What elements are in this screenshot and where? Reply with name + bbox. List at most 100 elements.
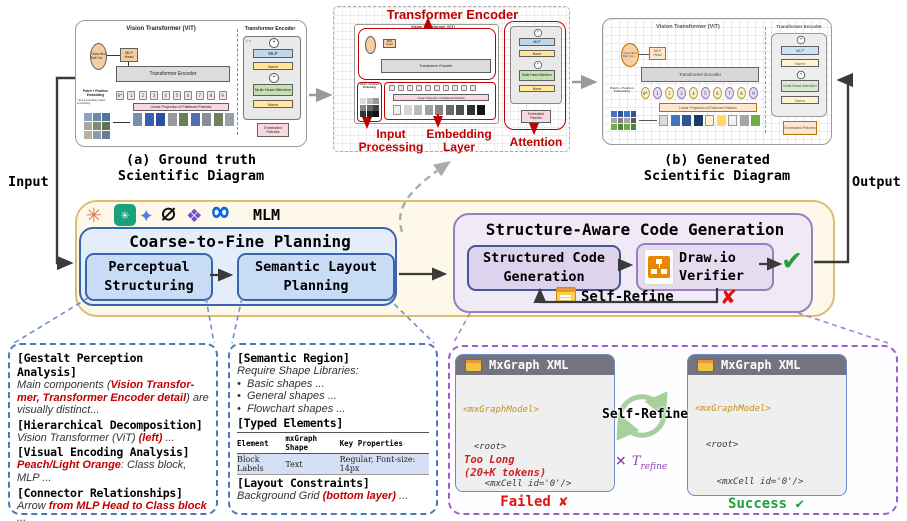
class-oval	[365, 36, 376, 54]
token-row: 0* 1 2 3 4 5 6 7 8 9	[116, 91, 227, 100]
patch-embed-label: Patch + Position Embedding	[360, 83, 379, 89]
refine-icon	[556, 287, 576, 302]
norm-block: Norm	[781, 59, 819, 67]
codegen-title: Structure-Aware Code Generation	[485, 220, 785, 239]
t-refine-annotation: × Trefine	[615, 453, 668, 473]
layout-constraints-paragraph: Background Grid (bottom layer) ...	[237, 490, 409, 503]
class-oval: Class Bird Ball Car ...	[621, 43, 639, 67]
failed-xml-card: MxGraph XML <mxGraphModel> <root> <mxCel…	[455, 354, 615, 492]
plus-icon: +	[796, 35, 806, 45]
input-image-grid	[84, 113, 111, 139]
annotation-input-processing: Input Processing	[358, 127, 424, 154]
xml-code: <mxGraphModel> <root> <mxCell id='0'/> <…	[695, 404, 804, 487]
mha-block: Multi-Head Attention	[519, 70, 555, 81]
grid-row-connector	[113, 122, 130, 123]
mlp-class-connector	[107, 55, 120, 56]
openai-icon: ✳	[114, 204, 136, 226]
semantic-region-box: [Semantic Region] Require Shape Librarie…	[228, 343, 438, 515]
verifier-label: Draw.io Verifier	[679, 250, 745, 284]
plus-icon: +	[269, 73, 279, 83]
embedded-patches-block: Embedded Patches	[257, 123, 289, 137]
class-oval: Class Bird Ball Car ...	[90, 43, 107, 70]
patch-embed-label: Patch + Position Embedding	[83, 89, 108, 97]
gestalt-paragraph: Main components (Vision Transfor-mer, Tr…	[17, 379, 209, 417]
token-row	[389, 85, 476, 91]
mha-block: Multi-Head Attention	[253, 84, 293, 96]
patch-row	[133, 113, 234, 126]
mlp-head-block: MLP Head	[383, 39, 396, 48]
xml-code: <mxGraphModel> <root> <mxCell id='0'/> <…	[463, 404, 572, 490]
patch-embed-label: Patch + Position Embedding	[610, 86, 634, 94]
vit-title: Vision Transformer (ViT)	[411, 25, 455, 29]
norm-block: Norm	[519, 50, 555, 57]
norm-block: Norm	[781, 96, 819, 104]
mlp-head-block: MLP Head	[120, 48, 138, 62]
plus-icon: +	[534, 29, 542, 37]
semantic-heading: [Semantic Region]	[237, 351, 350, 365]
annotated-diagram: Transformer Encoder Vision Transformer (…	[333, 6, 570, 154]
shape-libraries-intro: Require Shape Libraries:	[237, 365, 359, 377]
linear-projection-bar: Linear Projection of Flattened Patches	[393, 94, 489, 101]
meta-icon: ∞	[212, 195, 229, 228]
input-label: Input	[8, 174, 49, 190]
encoder-mlp-connector	[128, 62, 129, 66]
success-xml-card: MxGraph XML <mxGraphModel> <root> <mxCel…	[687, 354, 847, 496]
vit-title: Vision Transformer (ViT)	[656, 24, 720, 30]
mlp-block: MLP	[253, 49, 293, 58]
grayscale-grid	[360, 98, 380, 117]
divider	[237, 29, 238, 135]
qwen-icon: ❖	[187, 200, 202, 228]
connector-heading: [Connector Relationships]	[17, 485, 183, 500]
norm-block: Norm	[253, 100, 293, 108]
mlp-block: MLP	[781, 46, 819, 55]
self-refine-cycle-label: Self-Refine	[602, 407, 689, 422]
typed-elements-heading: [Typed Elements]	[237, 416, 343, 431]
xml-card-header: MxGraph XML	[456, 355, 614, 375]
window-icon	[697, 358, 714, 372]
linear-projection-bar: Linear Projection of Flattened Patches	[659, 103, 757, 112]
grid-row-connector	[639, 120, 657, 121]
encoder-detail-title: Transformer Encoder	[244, 26, 296, 32]
annotation-region-model: MLP Head Transformer Encoder	[358, 28, 496, 80]
divider	[765, 27, 766, 133]
annotation-embedding-layer: Embedding Layer	[426, 127, 492, 154]
refresh-cycle-icon	[616, 391, 668, 441]
token-row: 0* 1 2 3 4 5 6 7 8 9	[641, 87, 758, 99]
norm-block: Norm	[253, 62, 293, 70]
input-image-grid	[611, 111, 637, 130]
annotation-attention: Attention	[509, 135, 563, 149]
patch-row	[659, 115, 760, 126]
gemini-icon: ✦	[139, 200, 154, 228]
table-row: Block Labels Text Regular, Font-size: 14…	[237, 453, 429, 476]
encoder-detail-panel: + MLP Norm + Multi-Head Attention Norm	[771, 33, 827, 117]
drawio-icon	[644, 249, 674, 285]
drawio-verifier-box: Draw.io Verifier	[636, 243, 774, 291]
embedded-patches-block: Embedded Patches	[783, 121, 817, 135]
success-check-icon: ✔	[783, 242, 802, 277]
bullet-flowchart-shapes: • Flowchart shapes ...	[237, 402, 346, 415]
encoder-bar: Transformer Encoder	[641, 67, 759, 82]
generated-diagram: Vision Transformer (ViT) Class Bird Ball…	[602, 18, 832, 145]
encoder-detail-panel: + MLP Norm + Multi-Head Attention Norm	[510, 26, 562, 104]
failed-caption: Failed ✘	[500, 494, 568, 510]
mlm-label: MLM	[253, 206, 281, 224]
fail-cross-icon: ✘	[722, 284, 736, 310]
bullet-basic-shapes: • Basic shapes ...	[237, 377, 325, 390]
grok-icon: ∅	[161, 199, 177, 228]
annotation-region-attention: + MLP Norm + Multi-Head Attention Norm E…	[504, 21, 566, 130]
embedded-patches-block: Embedded Patches	[521, 110, 551, 123]
loop-label: L ×	[246, 39, 251, 43]
mini-vit-outer: Vision Transformer (ViT) MLP Head Transf…	[354, 24, 499, 124]
norm-block: Norm	[519, 85, 555, 92]
visual-encoding-heading: [Visual Encoding Analysis]	[17, 445, 190, 460]
success-caption: Success ✔	[728, 496, 804, 512]
table-header-row: Element mxGraph Shape Key Properties	[237, 432, 429, 455]
plus-icon: +	[269, 38, 279, 48]
vit-title: Vision Transformer (ViT)	[126, 26, 196, 32]
patch-note: * Extra learnable [class] embedding	[77, 99, 106, 105]
hierarchical-paragraph: Vision Transformer (ViT) (left) ...	[17, 431, 175, 444]
output-label: Output	[852, 174, 901, 190]
mlp-head-block: MLP Head	[649, 47, 666, 60]
plus-icon: +	[796, 70, 806, 80]
encoder-bar: Transformer Encoder	[116, 66, 230, 82]
